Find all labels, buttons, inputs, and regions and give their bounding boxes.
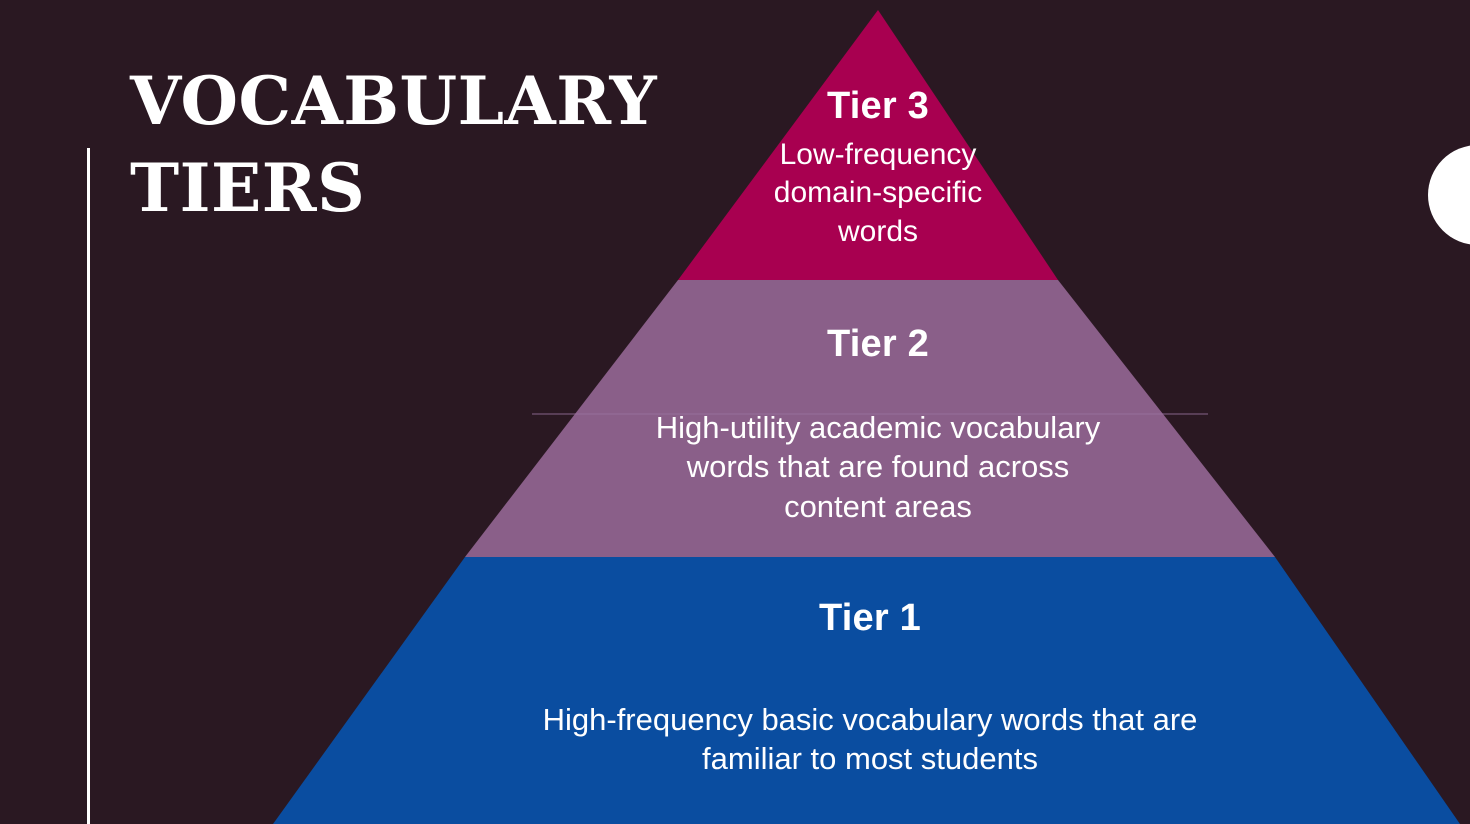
tier-2-text-block: Tier 2 High-utility academic vocabulary …: [548, 323, 1208, 527]
tier-3-heading: Tier 3: [827, 85, 929, 127]
tier-2-description: High-utility academic vocabulary words t…: [655, 409, 1101, 525]
left-accent-rule: [87, 148, 90, 824]
tier-1-description: High-frequency basic vocabulary words th…: [542, 701, 1198, 777]
tier-2-heading: Tier 2: [827, 323, 929, 365]
tier-1-heading: Tier 1: [819, 597, 921, 639]
tier-3-text-block: Tier 3 Low-frequency domain-specific wor…: [683, 85, 1073, 251]
pyramid-band-tier-1[interactable]: [273, 557, 1460, 824]
page-title: VOCABULARY TIERS: [130, 62, 658, 228]
pyramid-band-tier-2[interactable]: [465, 280, 1275, 557]
tier-3-description: Low-frequency domain-specific words: [773, 137, 983, 248]
tier-1-text-block: Tier 1 High-frequency basic vocabulary w…: [420, 597, 1320, 779]
pyramid-band-tier-3[interactable]: [678, 10, 1058, 280]
